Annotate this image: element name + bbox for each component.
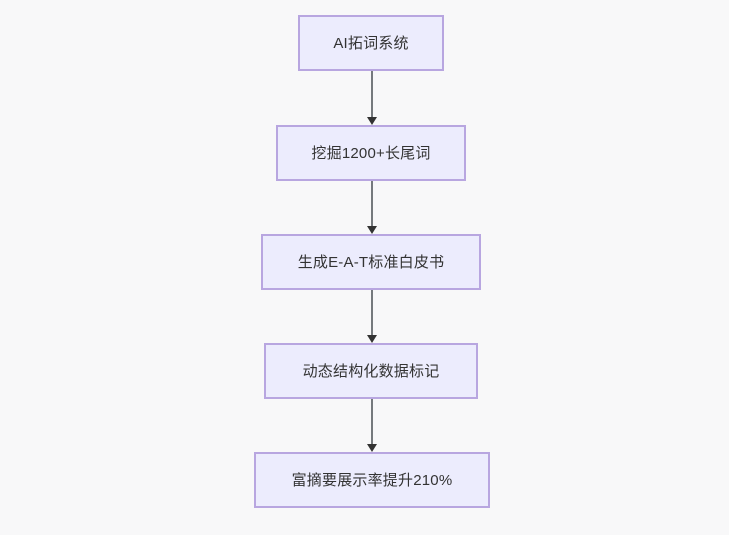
flow-node-structured-data[interactable]: 动态结构化数据标记 — [264, 343, 478, 399]
flow-node-longtail-keywords[interactable]: 挖掘1200+长尾词 — [276, 125, 466, 181]
edge-n2-n3 — [367, 181, 377, 234]
edge-n3-n4 — [367, 290, 377, 343]
arrowhead-icon — [367, 335, 377, 343]
flow-node-ai-system[interactable]: AI拓词系统 — [298, 15, 444, 71]
flow-node-label: 富摘要展示率提升210% — [291, 471, 453, 489]
flow-node-label: 生成E-A-T标准白皮书 — [297, 253, 445, 271]
arrowhead-icon — [367, 226, 377, 234]
edge-line — [371, 71, 373, 118]
flow-node-label: 挖掘1200+长尾词 — [311, 144, 431, 162]
arrowhead-icon — [367, 444, 377, 452]
edge-line — [371, 290, 373, 336]
arrowhead-icon — [367, 117, 377, 125]
edge-n1-n2 — [367, 71, 377, 125]
edge-n4-n5 — [367, 399, 377, 452]
flow-node-rich-snippet-result[interactable]: 富摘要展示率提升210% — [254, 452, 490, 508]
flow-node-label: AI拓词系统 — [333, 34, 409, 52]
flow-node-eat-whitepaper[interactable]: 生成E-A-T标准白皮书 — [261, 234, 481, 290]
flow-node-label: 动态结构化数据标记 — [302, 362, 440, 380]
edge-line — [371, 181, 373, 227]
edge-line — [371, 399, 373, 445]
